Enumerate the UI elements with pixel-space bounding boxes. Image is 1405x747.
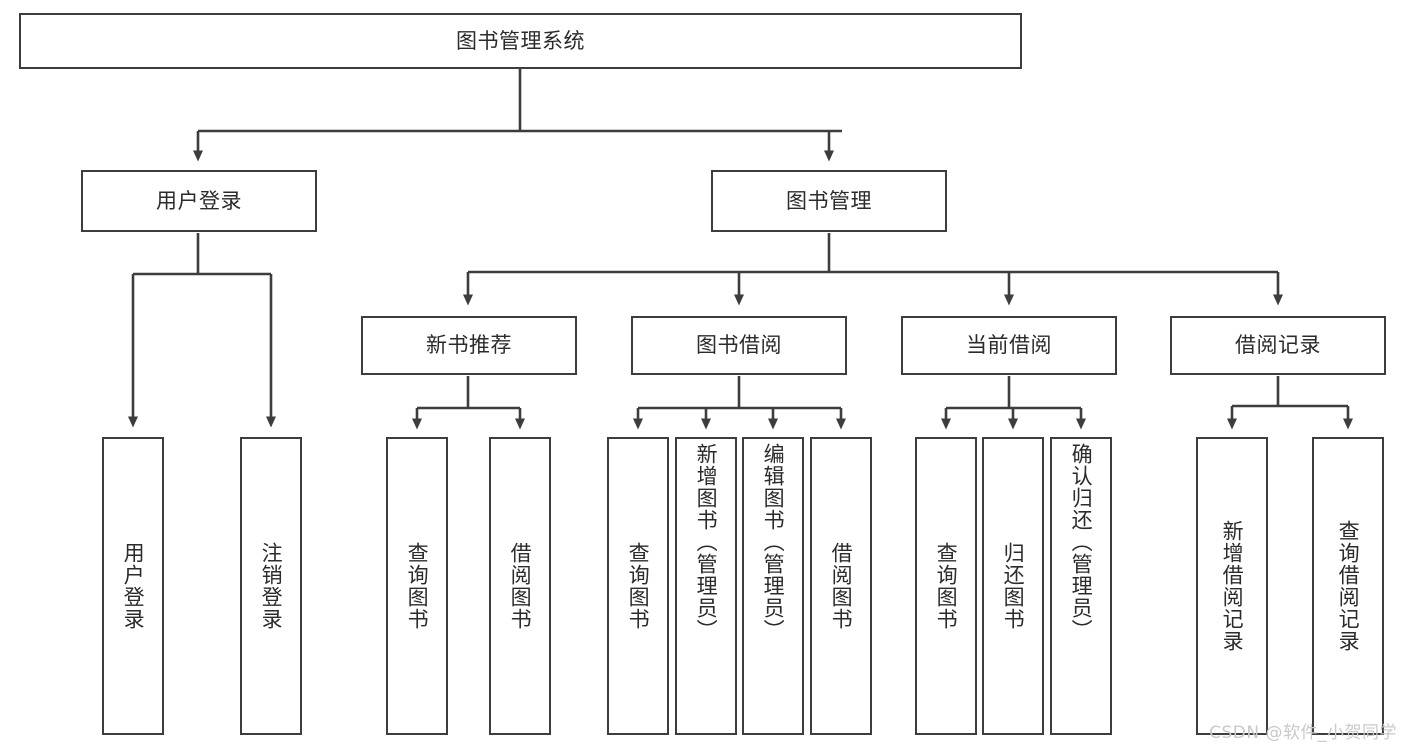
node-leaf-edit-book-admin[interactable]: 编辑图书（管理员）	[742, 437, 804, 735]
node-current-borrow-label: 当前借阅	[966, 333, 1052, 358]
node-leaf-add-book-admin[interactable]: 新增图书（管理员）	[675, 437, 737, 735]
node-book-borrow[interactable]: 图书借阅	[631, 316, 847, 375]
node-leaf-borrow-book[interactable]: 借阅图书	[810, 437, 872, 735]
node-current-borrow[interactable]: 当前借阅	[901, 316, 1117, 375]
node-book-manage[interactable]: 图书管理	[711, 170, 947, 232]
node-leaf-user-login[interactable]: 用户登录	[102, 437, 164, 735]
csdn-watermark: CSDN @软件_小贺同学	[1209, 723, 1397, 743]
node-borrow-record[interactable]: 借阅记录	[1170, 316, 1386, 375]
node-leaf-query-borrow-record-label: 查询借阅记录	[1336, 520, 1361, 652]
node-leaf-confirm-return-admin[interactable]: 确认归还（管理员）	[1050, 437, 1112, 735]
node-leaf-return-book-label: 归还图书	[1001, 542, 1026, 630]
node-leaf-query-borrow-record[interactable]: 查询借阅记录	[1312, 437, 1384, 735]
node-leaf-query-book-recommend[interactable]: 查询图书	[386, 437, 448, 735]
node-leaf-user-login-label: 用户登录	[121, 542, 146, 630]
node-book-borrow-label: 图书借阅	[696, 333, 782, 358]
node-leaf-query-book-current[interactable]: 查询图书	[915, 437, 977, 735]
node-book-manage-label: 图书管理	[786, 188, 872, 213]
node-leaf-return-book[interactable]: 归还图书	[982, 437, 1044, 735]
node-borrow-record-label: 借阅记录	[1235, 333, 1321, 358]
node-leaf-query-book-borrow[interactable]: 查询图书	[607, 437, 669, 735]
node-leaf-logout[interactable]: 注销登录	[240, 437, 302, 735]
node-leaf-add-borrow-record-label: 新增借阅记录	[1220, 520, 1245, 652]
node-leaf-query-book-borrow-label: 查询图书	[626, 542, 651, 630]
node-user-login-label: 用户登录	[156, 188, 242, 213]
node-leaf-borrow-book-recommend[interactable]: 借阅图书	[489, 437, 551, 735]
node-leaf-query-book-recommend-label: 查询图书	[405, 542, 430, 630]
node-root-label: 图书管理系统	[456, 28, 585, 53]
node-root[interactable]: 图书管理系统	[19, 13, 1022, 69]
node-leaf-borrow-book-recommend-label: 借阅图书	[508, 542, 533, 630]
node-leaf-edit-book-admin-label: 编辑图书（管理员）	[761, 443, 786, 641]
node-new-book-recommend[interactable]: 新书推荐	[361, 316, 577, 375]
node-leaf-logout-label: 注销登录	[259, 542, 284, 630]
node-user-login[interactable]: 用户登录	[81, 170, 317, 232]
node-leaf-add-book-admin-label: 新增图书（管理员）	[694, 443, 719, 641]
node-new-book-recommend-label: 新书推荐	[426, 333, 512, 358]
node-leaf-query-book-current-label: 查询图书	[934, 542, 959, 630]
node-leaf-borrow-book-label: 借阅图书	[829, 542, 854, 630]
node-leaf-add-borrow-record[interactable]: 新增借阅记录	[1196, 437, 1268, 735]
node-leaf-confirm-return-admin-label: 确认归还（管理员）	[1069, 443, 1094, 641]
